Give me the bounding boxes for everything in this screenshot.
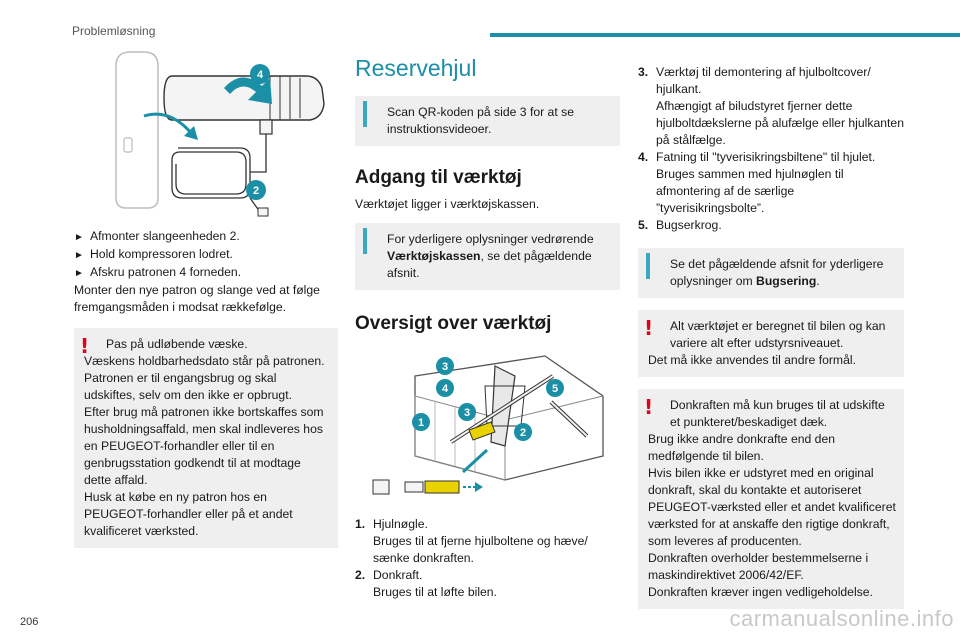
figure-label-5: 5 (546, 379, 564, 397)
info-icon (363, 228, 367, 254)
figure-label-4: 4 (250, 64, 270, 84)
step-item: ►Afskru patronen 4 forneden. (74, 264, 338, 282)
tool-list: 1. Hjulnøgle. Bruges til at fjerne hjulb… (355, 516, 620, 601)
toolbox-illustration: 1 2 3 4 5 3 (372, 355, 604, 495)
svg-text:3: 3 (442, 361, 448, 373)
section-title-spare-wheel: Reservehjul (355, 55, 477, 81)
info-box-towing: Se det pågældende afsnit for yderligere … (638, 248, 904, 298)
pointer-icon: ► (74, 250, 84, 261)
column-2: Reservehjul Scan QR-koden på side 3 for … (355, 48, 620, 601)
figure-label-2: 2 (246, 180, 266, 200)
figure-label-3-top: 3 (436, 357, 454, 375)
list-item: 4. Fatning til "tyverisikringsbiltene" t… (638, 150, 876, 215)
warning-box-tools: ! Alt værktøjet er beregnet til bilen og… (638, 310, 904, 377)
list-item: 2. Donkraft. Bruges til at løfte bilen. (355, 568, 497, 599)
info-box-toolbox: For yderligere oplysninger vedrørende Væ… (355, 223, 620, 290)
page-number: 206 (20, 616, 39, 628)
list-item: 1. Hjulnøgle. Bruges til at fjerne hjulb… (355, 517, 588, 565)
tool-access-text: Værktøjet ligger i værktøjskassen. (355, 197, 540, 211)
list-item: 3. Værktøj til demontering af hjulboltco… (638, 65, 904, 147)
figure-label-2: 2 (514, 423, 532, 441)
pointer-icon: ► (74, 232, 84, 243)
step-list: ►Afmonter slangeenheden 2. ►Hold kompres… (74, 228, 338, 316)
svg-text:2: 2 (253, 185, 259, 197)
figure-label-1: 1 (412, 413, 430, 431)
running-header: Problemløsning (72, 24, 156, 38)
figure-label-4: 4 (436, 379, 454, 397)
reassembly-text: Monter den nye patron og slange ved at f… (74, 283, 320, 314)
info-icon (646, 253, 650, 279)
svg-text:3: 3 (464, 407, 470, 419)
column-1: 4 2 ►Afmonter slangeenheden 2. ►Hold kom… (74, 48, 338, 548)
info-box-qr: Scan QR-koden på side 3 for at se instru… (355, 96, 620, 146)
subsection-tool-overview: Oversigt over værktøj (355, 313, 552, 334)
warning-box-cartridge: ! Pas på udløbende væske. Væskens holdba… (74, 328, 338, 548)
info-icon (363, 101, 367, 127)
svg-text:5: 5 (552, 383, 558, 395)
svg-text:2: 2 (520, 427, 526, 439)
compressor-cartridge-illustration: 4 2 (115, 51, 325, 217)
header-accent-bar (490, 33, 960, 37)
step-item: ►Afmonter slangeenheden 2. (74, 228, 338, 246)
warning-box-jack: ! Donkraften må kun bruges til at udskif… (638, 389, 904, 609)
svg-text:4: 4 (257, 69, 264, 81)
warning-icon: ! (644, 316, 654, 340)
svg-text:1: 1 (418, 417, 424, 429)
step-item: ►Hold kompressoren lodret. (74, 246, 338, 264)
watermark: carmanualsonline.info (729, 606, 954, 631)
list-item: 5. Bugserkrog. (638, 218, 722, 232)
svg-text:4: 4 (442, 383, 449, 395)
pointer-icon: ► (74, 268, 84, 279)
warning-icon: ! (644, 395, 654, 419)
column-3: 3. Værktøj til demontering af hjulboltco… (638, 64, 904, 609)
subsection-tool-access: Adgang til værktøj (355, 167, 522, 188)
warning-icon: ! (80, 334, 90, 358)
figure-label-3-bottom: 3 (458, 403, 476, 421)
